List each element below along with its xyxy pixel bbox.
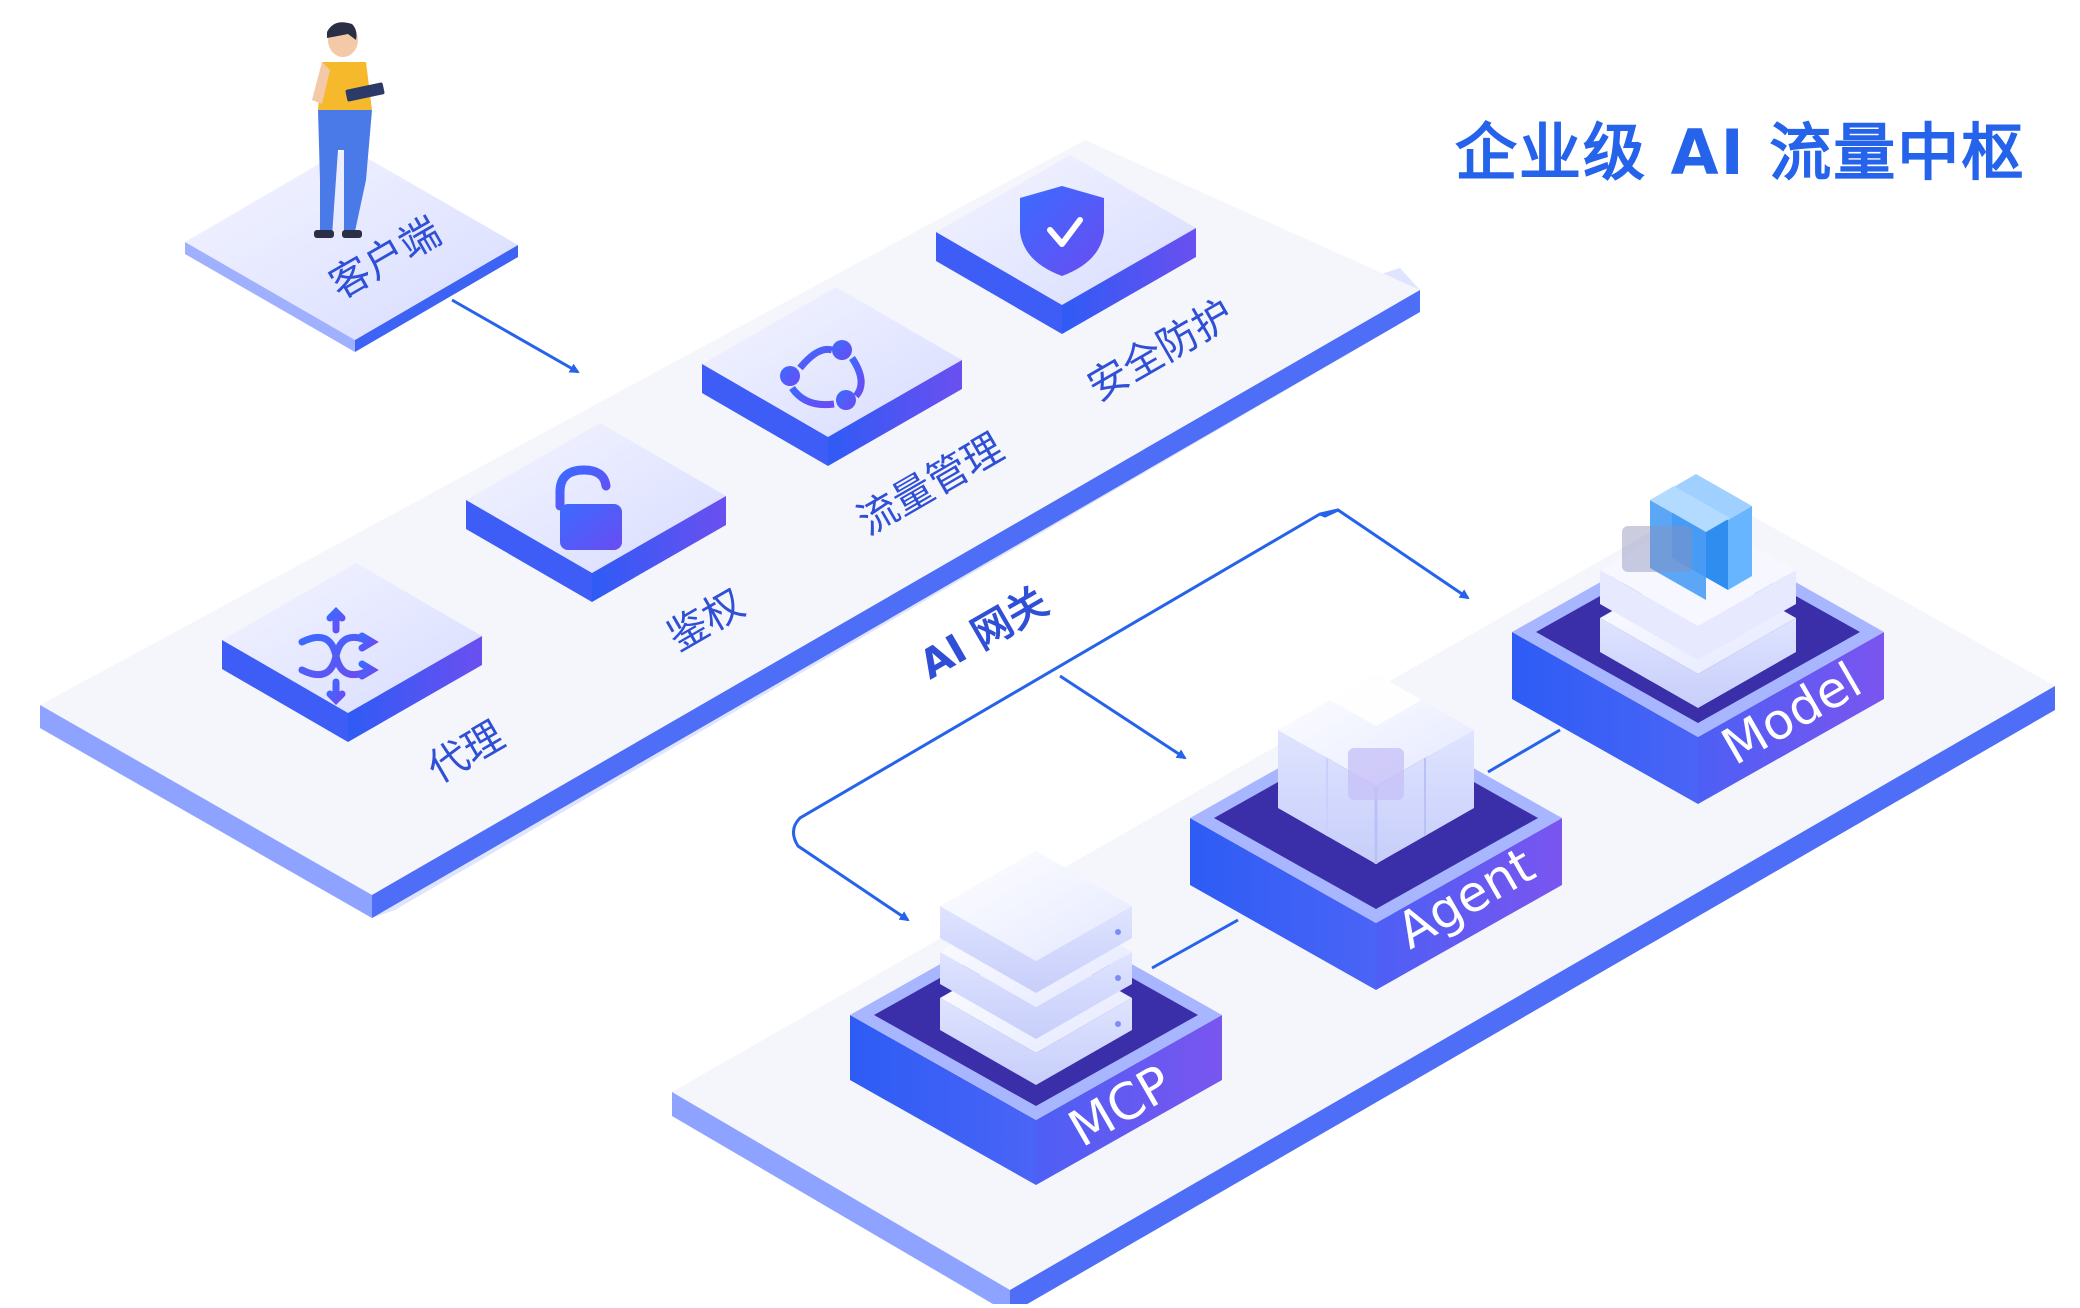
page-title: 企业级 AI 流量中枢 <box>1455 116 2026 189</box>
connectors <box>451 298 1561 970</box>
server-stack-icon <box>940 851 1132 1085</box>
module-tile-auth[interactable] <box>466 423 726 602</box>
model-box[interactable] <box>1512 474 1884 804</box>
padlock-icon <box>555 465 622 550</box>
client-arrow <box>451 298 580 374</box>
gateway-to-agent-arrow <box>1059 674 1187 760</box>
module-tile-security[interactable] <box>936 155 1196 334</box>
traffic-share-icon <box>780 340 865 410</box>
agent-box[interactable] <box>1190 674 1562 990</box>
mcp-box[interactable] <box>850 851 1222 1185</box>
cube-cluster-icon <box>1278 674 1474 864</box>
client-tile[interactable] <box>185 147 518 352</box>
agent-model-link <box>1487 728 1561 774</box>
gateway-to-mcp-arrow <box>792 508 1339 922</box>
gateway-to-model-arrow <box>1319 508 1470 600</box>
shield-check-icon <box>1020 186 1104 276</box>
model-blocks-icon <box>1600 474 1796 708</box>
shuffle-arrows-icon <box>298 607 379 705</box>
person-icon <box>312 22 385 238</box>
mcp-agent-link <box>1151 918 1239 970</box>
module-tile-proxy[interactable] <box>222 563 482 742</box>
module-tile-traffic[interactable] <box>702 287 962 466</box>
